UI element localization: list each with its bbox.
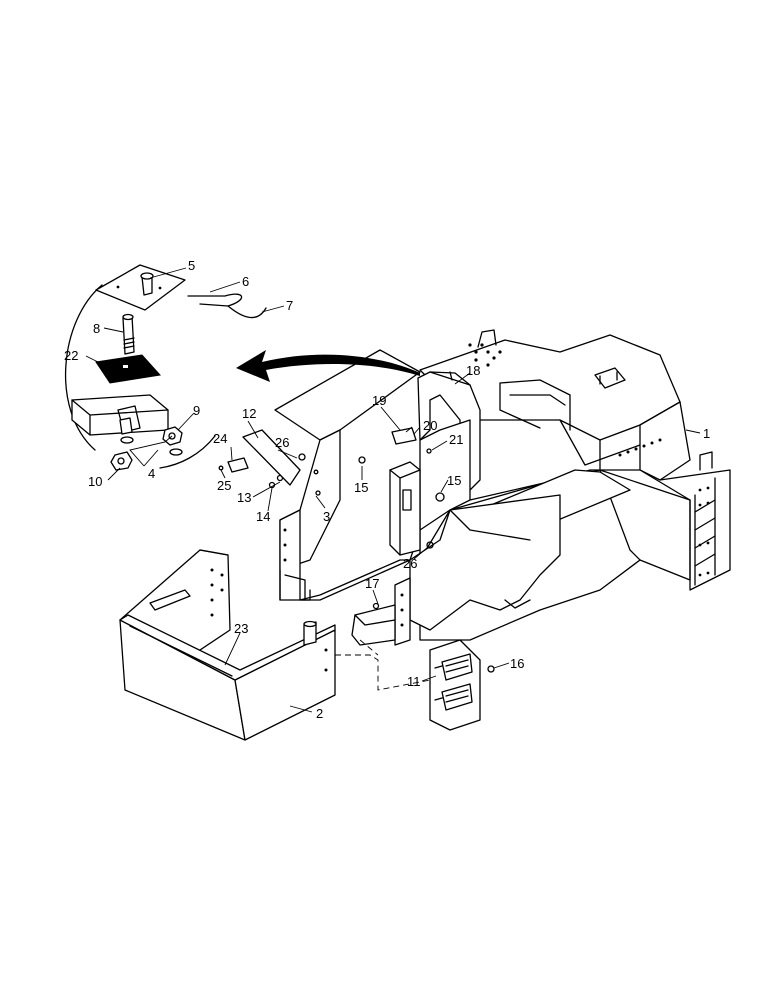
callout-12: 12 — [242, 406, 256, 421]
callout-21: 21 — [449, 432, 463, 447]
callout-14: 14 — [256, 509, 270, 524]
detail-inset — [64, 264, 420, 471]
step-part-11 — [429, 639, 481, 731]
part-12-plate — [242, 429, 301, 486]
connection-line — [335, 654, 431, 691]
callout-labels: 1 2 3 4 5 6 7 8 9 10 11 12 13 14 15 15 1… — [64, 258, 710, 721]
callout-26b: 26 — [403, 556, 417, 571]
fasteners — [218, 448, 495, 673]
callout-8: 8 — [93, 321, 100, 336]
callout-1: 1 — [703, 426, 710, 441]
callout-9: 9 — [193, 403, 200, 418]
side-holes — [618, 438, 662, 457]
callout-19: 19 — [372, 393, 386, 408]
left-side-panel — [274, 349, 561, 646]
leader-lines — [85, 267, 701, 713]
counterweight-box — [119, 549, 336, 741]
callout-2: 2 — [316, 706, 323, 721]
callout-13: 13 — [237, 490, 251, 505]
callout-25: 25 — [217, 478, 231, 493]
callout-24: 24 — [213, 431, 227, 446]
hood-holes — [468, 343, 502, 367]
callout-6: 6 — [242, 274, 249, 289]
callout-10: 10 — [88, 474, 102, 489]
ladder-holes — [698, 486, 710, 577]
connection-line-2 — [359, 639, 379, 656]
callout-22: 22 — [64, 348, 78, 363]
callout-20: 20 — [423, 418, 437, 433]
callout-18: 18 — [466, 363, 480, 378]
callout-23: 23 — [234, 621, 248, 636]
callout-4: 4 — [148, 466, 155, 481]
callout-11: 11 — [407, 674, 421, 689]
part-24-link — [227, 457, 249, 473]
callout-3: 3 — [323, 509, 330, 524]
part-19-spring — [391, 427, 417, 445]
callout-17: 17 — [365, 576, 379, 591]
callout-5: 5 — [188, 258, 195, 273]
callout-7: 7 — [286, 298, 293, 313]
callout-26a: 26 — [275, 435, 289, 450]
callout-16: 16 — [510, 656, 524, 671]
callout-15a: 15 — [354, 480, 368, 495]
callout-15b: 15 — [447, 473, 461, 488]
